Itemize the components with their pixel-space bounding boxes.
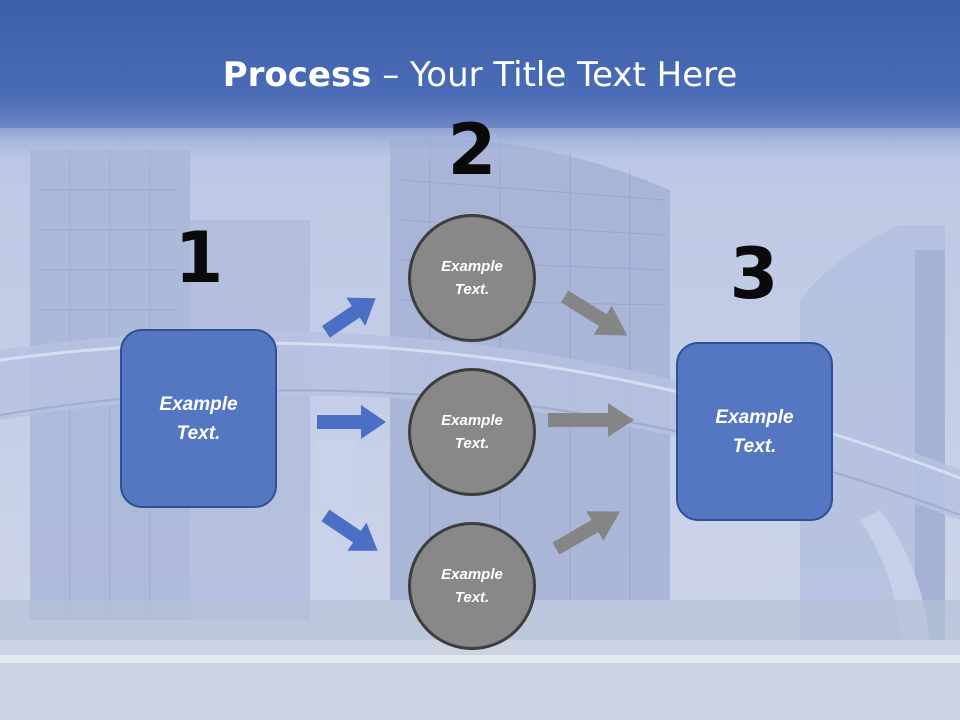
step-2-circle-middle-label: Example Text. [441,412,503,452]
title-rest: – Your Title Text Here [371,55,738,95]
arrow-1-to-bottom [321,509,378,551]
step-3-label: Example Text. [715,406,794,457]
arrow-1-to-top [322,297,376,338]
arrow-middle-to-3 [548,403,634,437]
step-number-1: 1 [174,217,224,299]
step-2-circle-top-label: Example Text. [441,258,503,298]
step-2-circle-bottom: Example Text. [408,522,536,650]
arrow-top-to-3 [560,290,628,336]
slide-title: Process – Your Title Text Here [0,54,960,96]
title-bold: Process [222,55,372,95]
step-2-circle-middle: Example Text. [408,368,536,496]
step-number-2: 2 [447,109,497,191]
step-number-3: 3 [729,233,779,315]
arrow-1-to-middle [317,405,386,439]
step-2-circle-bottom-label: Example Text. [441,566,503,606]
arrow-bottom-to-3 [552,511,621,555]
step-3-box: Example Text. [676,342,833,521]
step-1-label: Example Text. [159,393,238,444]
step-1-box: Example Text. [120,329,277,508]
step-2-circle-top: Example Text. [408,214,536,342]
